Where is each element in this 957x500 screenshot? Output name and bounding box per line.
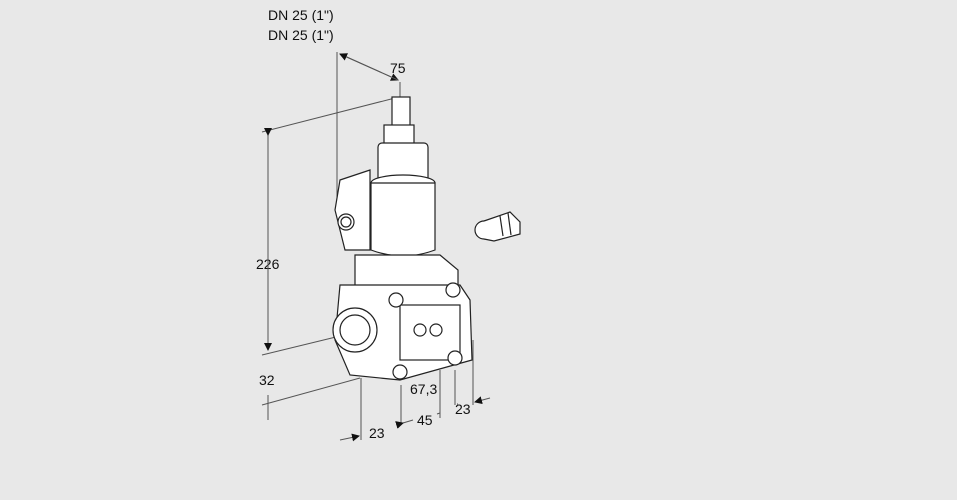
dim-top-width: 75	[390, 60, 406, 76]
dim-offset: 67,3	[410, 381, 438, 397]
title-line-2: DN 25 (1")	[268, 27, 334, 43]
dim-width-mid: 45	[417, 412, 433, 428]
valve-body	[332, 96, 473, 381]
dim-width-right: 23	[455, 401, 471, 417]
dim-width-left: 23	[369, 425, 385, 441]
dimension-lines	[261, 52, 491, 442]
dim-height-bottom: 32	[259, 372, 275, 388]
title-line-1: DN 25 (1")	[268, 7, 334, 23]
cable-gland	[474, 211, 521, 242]
